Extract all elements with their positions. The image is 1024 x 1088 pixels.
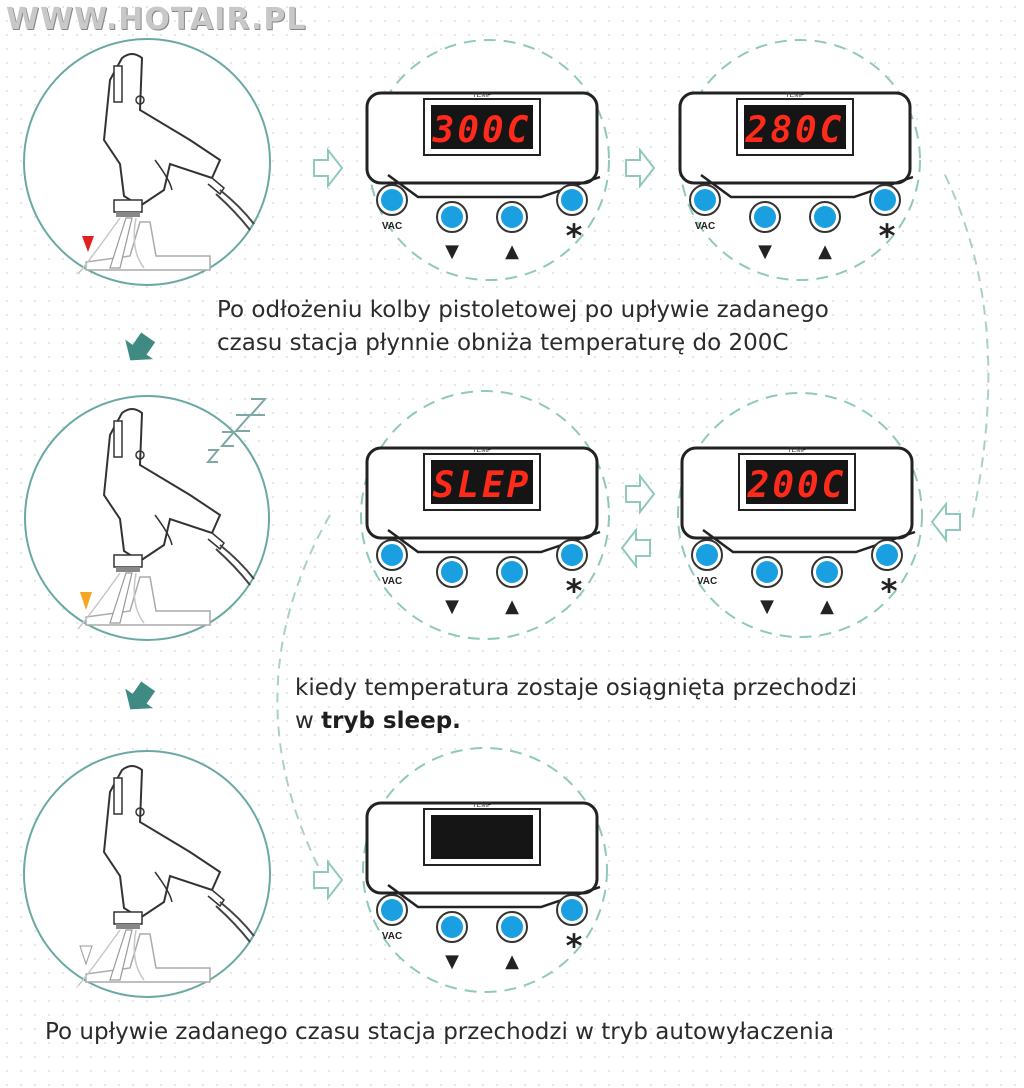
down-arrow-2-icon — [125, 681, 156, 710]
vac-label: VAC — [382, 221, 402, 232]
display-value-3: SLEP — [433, 465, 532, 506]
control-panel-1: TEMP 300C VAC ▼ ▲ * — [365, 39, 610, 281]
temp-label: TEMP — [785, 92, 805, 99]
up-arrow-icon: ▲ — [820, 596, 834, 617]
display-value-1: 300C — [432, 110, 532, 151]
tip-red-icon — [82, 236, 94, 252]
connector-curve-right — [944, 174, 990, 521]
gun-circle-3 — [23, 750, 271, 998]
flow-arrow-left-icon — [931, 503, 961, 541]
caption-cooldown-line2: czasu stacja płynnie obniża temperaturę … — [217, 330, 789, 356]
temp-label: TEMP — [472, 802, 492, 809]
gun-circle-2 — [24, 395, 270, 641]
vac-label: VAC — [695, 221, 715, 232]
caption-cooldown: Po odłożeniu kolby pistoletowej po upływ… — [217, 294, 829, 360]
tip-orange-icon — [80, 592, 92, 610]
vac-label: VAC — [697, 576, 717, 587]
caption-sleep-prefix: w — [295, 708, 322, 734]
display-value-2: 280C — [745, 110, 845, 151]
up-arrow-icon: ▲ — [505, 951, 519, 972]
sleep-z-icon — [205, 398, 268, 463]
flow-arrow-icon — [313, 149, 343, 187]
flow-arrow-left-icon — [621, 529, 651, 567]
vac-label: VAC — [382, 576, 402, 587]
display-value-4: 200C — [747, 465, 847, 506]
flow-arrow-icon — [625, 149, 655, 187]
vac-label: VAC — [382, 931, 402, 942]
flow-arrow-right-icon — [625, 475, 655, 513]
star-icon: * — [566, 927, 583, 965]
up-arrow-icon: ▲ — [505, 596, 519, 617]
flow-arrow-icon — [313, 861, 343, 899]
star-icon: * — [879, 217, 896, 255]
star-icon: * — [566, 217, 583, 255]
watermark: WWW.HOTAIR.PL — [6, 2, 307, 37]
gun-circle-1 — [23, 38, 271, 286]
down-arrow-icon: ▼ — [445, 596, 459, 617]
temp-label: TEMP — [787, 447, 807, 454]
down-arrow-icon: ▼ — [445, 241, 459, 262]
up-arrow-icon: ▲ — [818, 241, 832, 262]
down-arrow-icon: ▼ — [758, 241, 772, 262]
star-icon: * — [881, 572, 898, 610]
control-panel-2: TEMP 280C VAC ▼ ▲ * — [678, 39, 921, 281]
connector-curve-left — [276, 514, 331, 871]
caption-sleep-bold: tryb sleep. — [321, 708, 461, 734]
control-panel-4: TEMP 200C VAC ▼ ▲ * — [677, 392, 923, 638]
caption-autooff: Po upływie zadanego czasu stacja przecho… — [45, 1019, 835, 1045]
up-arrow-icon: ▲ — [505, 241, 519, 262]
caption-sleep-line1: kiedy temperatura zostaje osiągnięta prz… — [295, 675, 858, 701]
tip-cold-icon — [79, 945, 93, 966]
caption-sleep: kiedy temperatura zostaje osiągnięta prz… — [295, 672, 857, 738]
caption-sleep-line2: w tryb sleep. — [295, 705, 857, 738]
control-panel-5: TEMP VAC ▼ ▲ * — [362, 747, 608, 993]
down-arrow-icon: ▼ — [760, 596, 774, 617]
down-arrow-1-icon — [125, 332, 156, 361]
caption-cooldown-line1: Po odłożeniu kolby pistoletowej po upływ… — [217, 297, 829, 323]
down-arrow-icon: ▼ — [445, 951, 459, 972]
temp-label: TEMP — [472, 92, 492, 99]
star-icon: * — [566, 572, 583, 610]
temp-label: TEMP — [472, 447, 492, 454]
control-panel-3: TEMP SLEP VAC ▼ ▲ * — [360, 390, 610, 640]
